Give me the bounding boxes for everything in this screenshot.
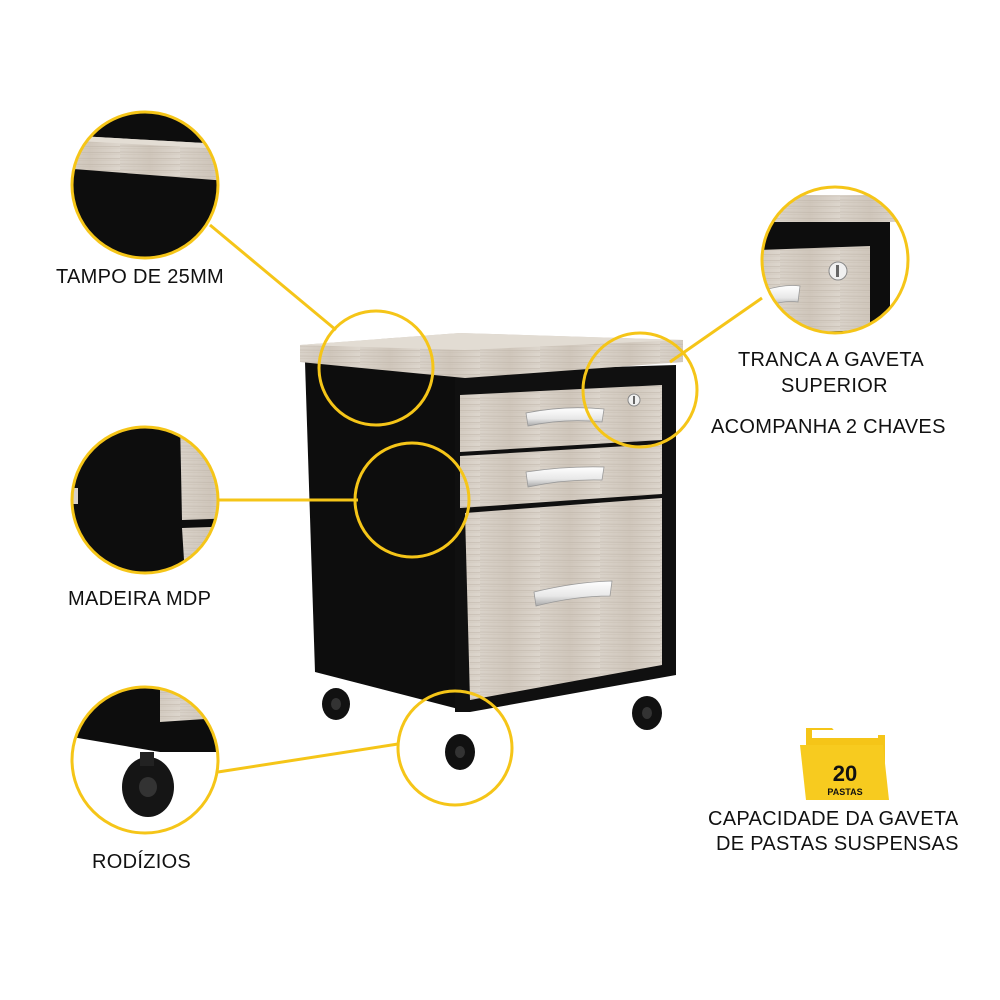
highlight-circles (317, 309, 699, 807)
drawer-cabinet (300, 333, 683, 770)
folder-caption: PASTAS (827, 787, 862, 797)
label-tranca-line2: SUPERIOR (781, 375, 888, 397)
label-capacidade-line2: DE PASTAS SUSPENSAS (716, 833, 959, 855)
drawer-handle (525, 407, 605, 427)
caster-wheel (322, 688, 662, 770)
zoom-madeira (70, 425, 220, 575)
folder-icon: 20 PASTAS (800, 728, 889, 800)
label-tranca-line1: TRANCA A GAVETA (738, 349, 925, 371)
cabinet-side (305, 362, 470, 712)
zoom-tampo (70, 110, 220, 260)
zoom-rodizios (70, 685, 220, 835)
drawer-handle (533, 580, 613, 607)
label-tampo: TAMPO DE 25MM (56, 266, 224, 288)
drawer-handle (525, 466, 605, 488)
zoom-tranca (760, 185, 910, 335)
label-capacidade-line1: CAPACIDADE DA GAVETA (708, 808, 959, 830)
label-chaves: ACOMPANHA 2 CHAVES (711, 416, 946, 438)
callout-lines (209, 223, 763, 774)
label-rodizios: RODÍZIOS (92, 851, 192, 873)
folder-count: 20 (833, 761, 857, 786)
label-madeira: MADEIRA MDP (68, 588, 212, 610)
